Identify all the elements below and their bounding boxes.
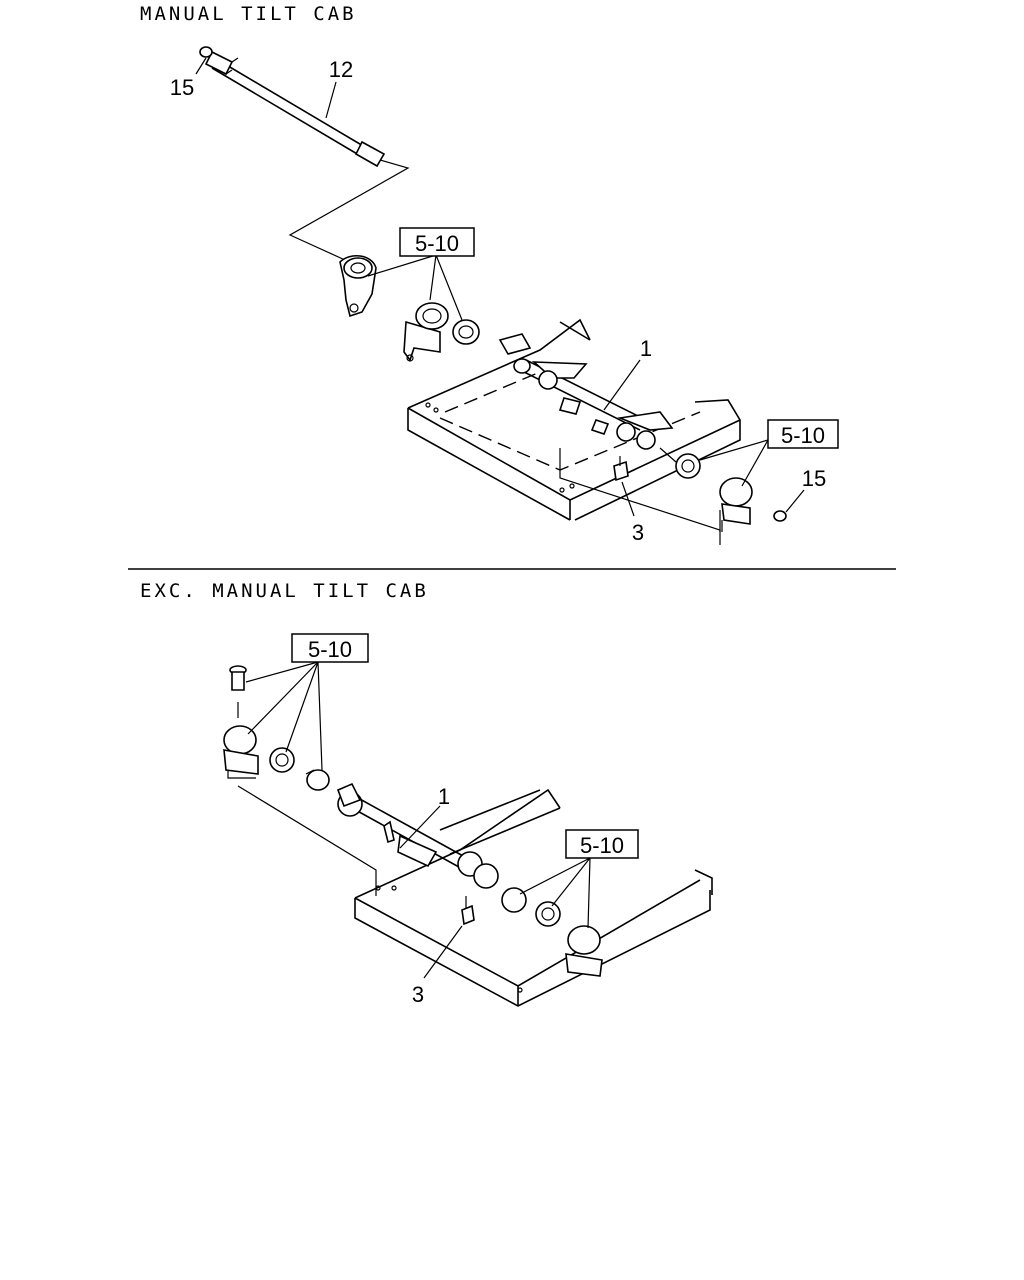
leader-line <box>603 359 641 411</box>
lever-arm-part <box>339 255 377 318</box>
callout-box-group-b: 5-10 <box>767 419 839 449</box>
callout-box-group-a: 5-10 <box>399 227 475 257</box>
callout-number: 3 <box>412 982 424 1007</box>
callout-label: 5-10 <box>781 423 825 448</box>
sleeve-part <box>305 769 330 791</box>
callout-number: 3 <box>632 520 644 545</box>
callout-box-group-b: 5-10 <box>565 829 639 859</box>
leader-line <box>519 857 591 929</box>
assembly-line <box>288 159 410 261</box>
leader-line <box>399 805 441 849</box>
frame-part <box>354 788 713 1007</box>
bolt-part <box>229 665 247 718</box>
bushing-part <box>452 319 480 345</box>
assembly-line <box>559 447 721 545</box>
callout-number: 15 <box>170 75 194 100</box>
leader-line <box>367 254 463 321</box>
bearing-bracket-part-right <box>719 477 753 532</box>
clip-ring-part-right <box>773 510 787 522</box>
leader-line <box>423 925 463 979</box>
clip-ring-part <box>199 46 213 58</box>
exc-manual-tilt-cab-diagram: 5-10 <box>223 633 713 1007</box>
leader-line <box>195 57 207 75</box>
frame-part <box>407 318 741 521</box>
cross-shaft-part <box>498 333 674 450</box>
leader-line <box>621 481 635 517</box>
manual-tilt-cab-diagram: 5-10 <box>170 46 839 545</box>
tilt-rod-part <box>204 50 386 168</box>
callout-label: 5-10 <box>580 833 624 858</box>
callout-box-group-a: 5-10 <box>291 633 369 663</box>
bearing-bracket-part-right <box>565 925 603 977</box>
cross-shaft-part <box>336 782 499 889</box>
bearing-bracket-part <box>403 302 449 362</box>
leader-line <box>245 661 323 771</box>
bushing-part <box>269 747 295 773</box>
bearing-bracket-part <box>223 725 259 779</box>
callout-number: 12 <box>329 57 353 82</box>
sleeve-part-right <box>501 887 527 913</box>
grease-fitting-part <box>613 456 629 482</box>
callout-label: 5-10 <box>308 637 352 662</box>
bushing-part-right <box>675 453 701 479</box>
section-title-exc-manual-tilt-cab: EXC. MANUAL TILT CAB <box>140 580 429 602</box>
leader-line <box>325 81 337 119</box>
callout-number: 1 <box>640 336 652 361</box>
callout-number: 15 <box>802 466 826 491</box>
callout-label: 5-10 <box>415 231 459 256</box>
leader-line <box>699 439 769 487</box>
bushing-part-right <box>535 901 561 927</box>
section-title-manual-tilt-cab: MANUAL TILT CAB <box>140 3 357 25</box>
callout-number: 1 <box>438 784 450 809</box>
grease-fitting-part <box>461 896 475 926</box>
leader-line <box>785 489 805 513</box>
